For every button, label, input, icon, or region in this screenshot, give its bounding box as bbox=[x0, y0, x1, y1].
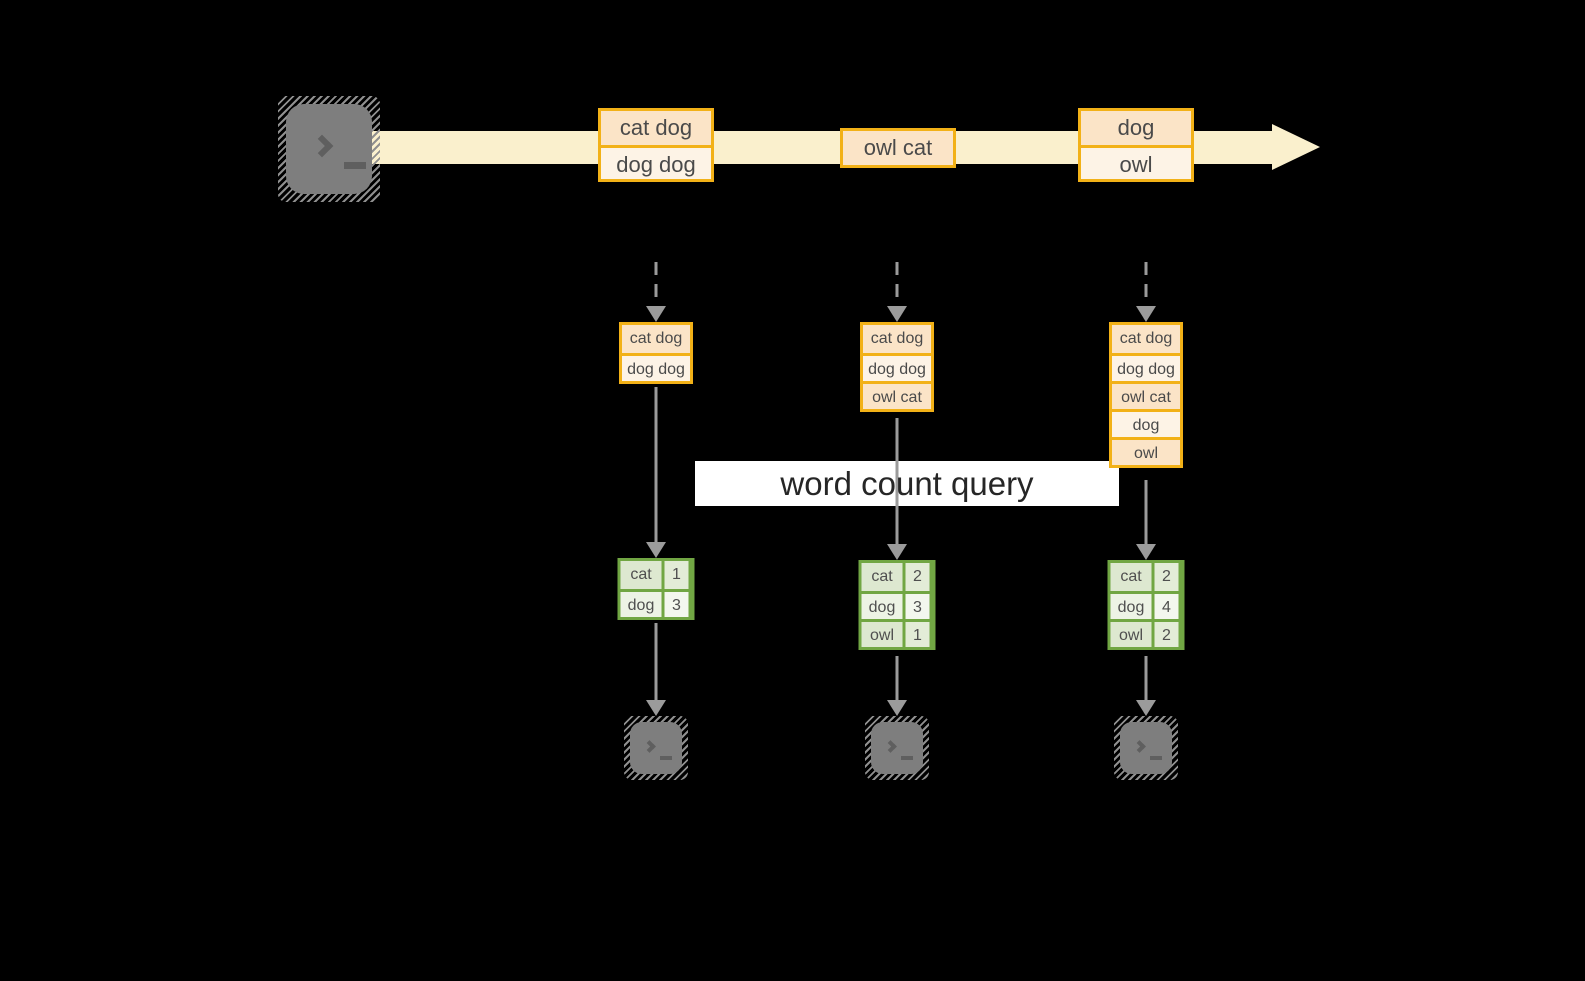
buffer-row: cat dog bbox=[622, 325, 690, 353]
table-row: dog 3 bbox=[861, 591, 933, 619]
word-count-table-2: cat 2 dog 3 owl 1 bbox=[858, 560, 936, 650]
count-cell: 1 bbox=[905, 622, 930, 647]
flow-line bbox=[1144, 480, 1148, 544]
word-cell: owl bbox=[1110, 622, 1155, 647]
terminal-body bbox=[871, 722, 923, 774]
ingest-dashed-arrow bbox=[654, 262, 658, 306]
terminal-prompt-underscore-icon bbox=[1150, 756, 1162, 760]
flow-line bbox=[895, 656, 899, 700]
arrowhead-icon bbox=[887, 306, 907, 322]
processing-column-2: cat dog dog dog owl cat cat 2 dog 3 owl … bbox=[837, 262, 957, 782]
buffer-row: dog dog bbox=[622, 353, 690, 381]
buffer-row: owl bbox=[1112, 437, 1180, 465]
table-row: cat 2 bbox=[1110, 563, 1182, 591]
buffer-row: dog dog bbox=[863, 353, 931, 381]
processing-column-3: cat dog dog dog owl cat dog owl cat 2 do… bbox=[1086, 262, 1206, 782]
flow-line bbox=[654, 387, 658, 542]
query-label: word count query bbox=[780, 465, 1034, 502]
source-terminal-icon bbox=[278, 96, 380, 202]
table-row: owl 1 bbox=[861, 619, 933, 647]
output-terminal-icon bbox=[865, 716, 929, 780]
buffer-stack-3: cat dog dog dog owl cat dog owl bbox=[1109, 322, 1183, 468]
batch-row: cat dog bbox=[601, 111, 711, 145]
count-cell: 2 bbox=[1154, 622, 1179, 647]
batch-row: dog bbox=[1081, 111, 1191, 145]
count-cell: 2 bbox=[1154, 563, 1179, 591]
word-cell: dog bbox=[1110, 594, 1155, 619]
terminal-prompt-chevron-icon bbox=[643, 740, 656, 753]
word-cell: cat bbox=[620, 561, 665, 589]
batch-row: owl bbox=[1081, 145, 1191, 179]
count-cell: 3 bbox=[664, 592, 689, 617]
terminal-body bbox=[1120, 722, 1172, 774]
word-count-table-1: cat 1 dog 3 bbox=[617, 558, 695, 620]
word-cell: owl bbox=[861, 622, 906, 647]
terminal-prompt-underscore-icon bbox=[344, 162, 366, 169]
buffer-row: cat dog bbox=[1112, 325, 1180, 353]
word-count-table-3: cat 2 dog 4 owl 2 bbox=[1107, 560, 1185, 650]
count-cell: 1 bbox=[664, 561, 689, 589]
arrowhead-icon bbox=[646, 700, 666, 716]
buffer-row: dog dog bbox=[1112, 353, 1180, 381]
count-cell: 4 bbox=[1154, 594, 1179, 619]
terminal-prompt-chevron-icon bbox=[884, 740, 897, 753]
table-row: cat 1 bbox=[620, 561, 692, 589]
arrowhead-icon bbox=[1136, 700, 1156, 716]
buffer-row: dog bbox=[1112, 409, 1180, 437]
buffer-row: owl cat bbox=[1112, 381, 1180, 409]
word-cell: cat bbox=[861, 563, 906, 591]
stream-batch-2: owl cat bbox=[840, 128, 956, 168]
terminal-prompt-chevron-icon bbox=[310, 134, 334, 158]
buffer-stack-2: cat dog dog dog owl cat bbox=[860, 322, 934, 412]
word-cell: cat bbox=[1110, 563, 1155, 591]
flow-line bbox=[895, 418, 899, 544]
output-terminal-icon bbox=[624, 716, 688, 780]
query-banner bbox=[695, 461, 1119, 506]
table-row: owl 2 bbox=[1110, 619, 1182, 647]
terminal-body bbox=[630, 722, 682, 774]
table-row: dog 4 bbox=[1110, 591, 1182, 619]
arrowhead-icon bbox=[1136, 306, 1156, 322]
arrowhead-icon bbox=[887, 544, 907, 560]
buffer-row: owl cat bbox=[863, 381, 931, 409]
terminal-prompt-chevron-icon bbox=[1133, 740, 1146, 753]
arrowhead-icon bbox=[646, 542, 666, 558]
flow-line bbox=[654, 623, 658, 700]
table-row: dog 3 bbox=[620, 589, 692, 617]
batch-row: owl cat bbox=[843, 131, 953, 165]
terminal-prompt-underscore-icon bbox=[660, 756, 672, 760]
buffer-row: cat dog bbox=[863, 325, 931, 353]
arrowhead-icon bbox=[646, 306, 666, 322]
output-terminal-icon bbox=[1114, 716, 1178, 780]
stream-batch-1: cat dog dog dog bbox=[598, 108, 714, 182]
arrowhead-icon bbox=[887, 700, 907, 716]
stream-batch-3: dog owl bbox=[1078, 108, 1194, 182]
processing-column-1: cat dog dog dog cat 1 dog 3 bbox=[596, 262, 716, 782]
ingest-dashed-arrow bbox=[1144, 262, 1148, 306]
count-cell: 2 bbox=[905, 563, 930, 591]
count-cell: 3 bbox=[905, 594, 930, 619]
arrowhead-icon bbox=[1136, 544, 1156, 560]
table-row: cat 2 bbox=[861, 563, 933, 591]
stream-arrowhead-icon bbox=[1272, 124, 1320, 170]
word-cell: dog bbox=[620, 592, 665, 617]
terminal-prompt-underscore-icon bbox=[901, 756, 913, 760]
ingest-dashed-arrow bbox=[895, 262, 899, 306]
terminal-body bbox=[286, 104, 372, 194]
word-cell: dog bbox=[861, 594, 906, 619]
batch-row: dog dog bbox=[601, 145, 711, 179]
flow-line bbox=[1144, 656, 1148, 700]
buffer-stack-1: cat dog dog dog bbox=[619, 322, 693, 384]
